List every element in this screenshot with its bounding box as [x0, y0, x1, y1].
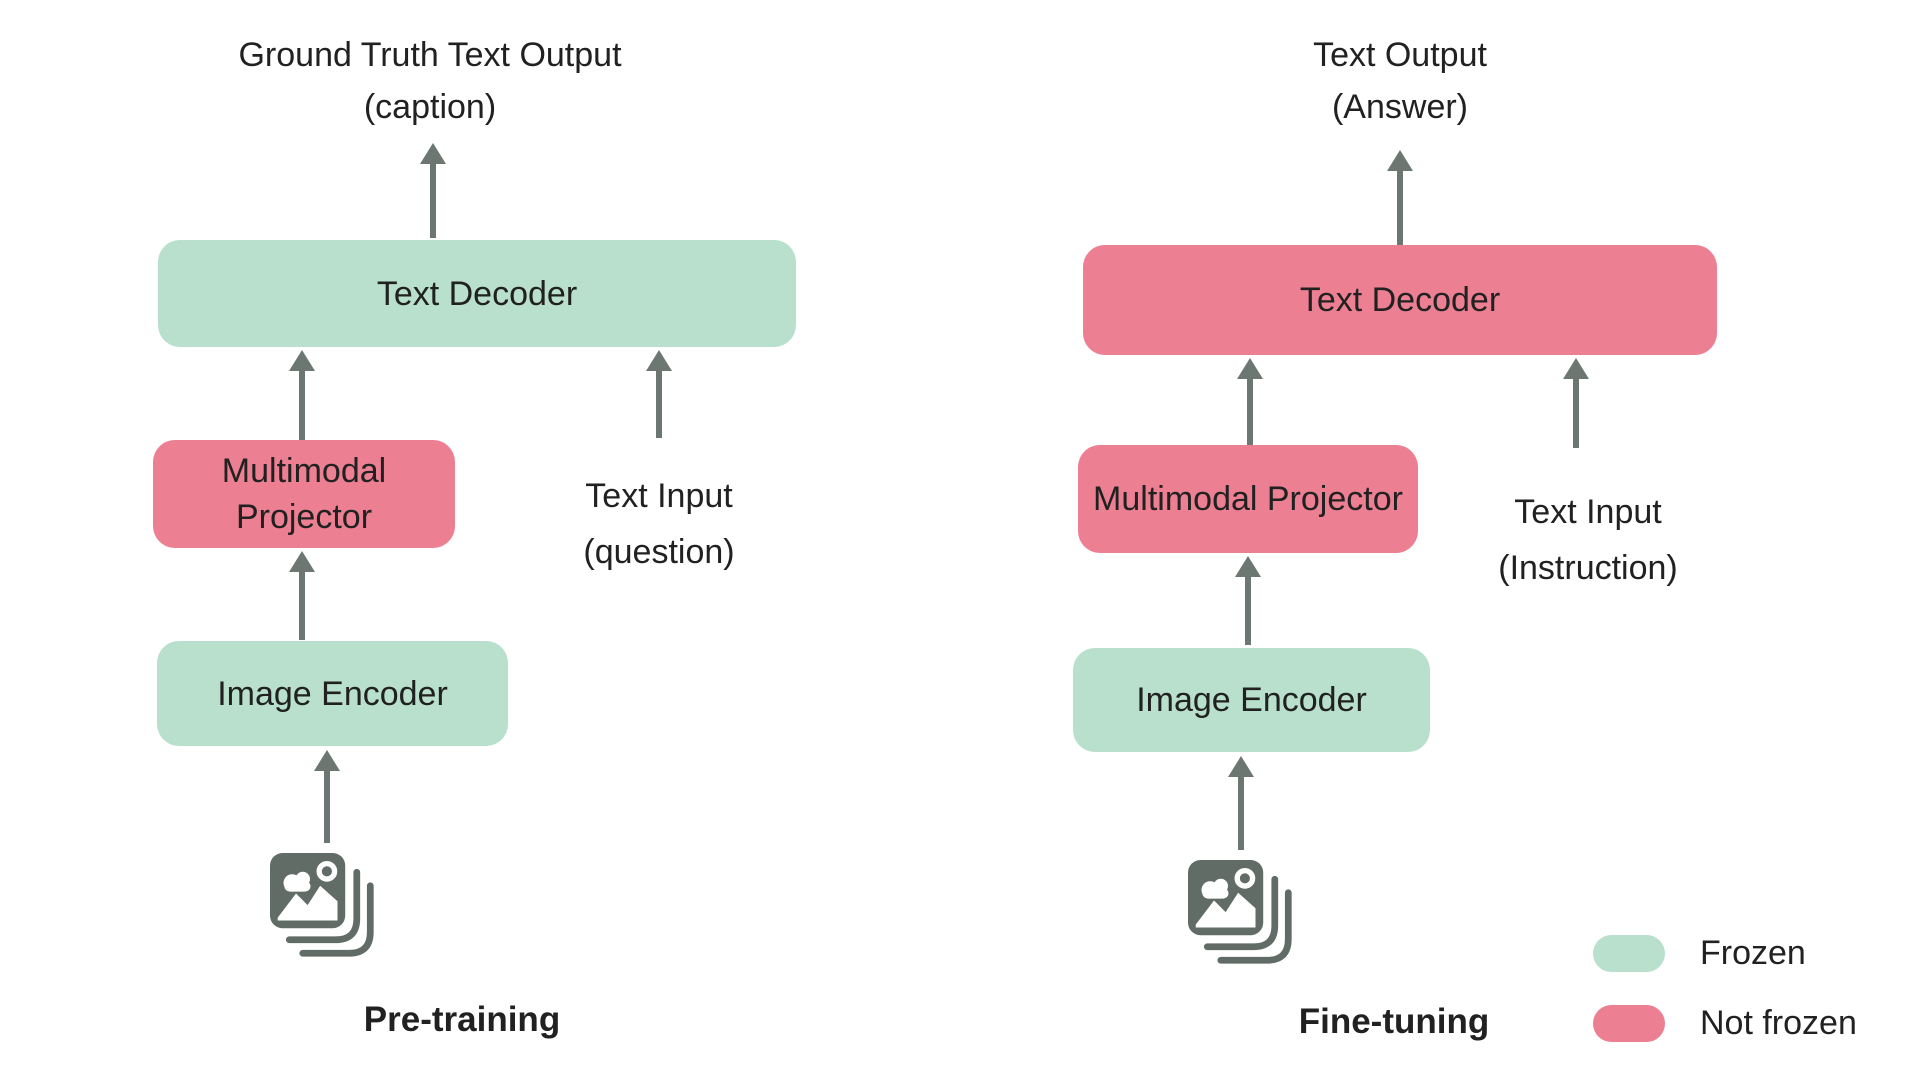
left-textinput-to-decoder-arrow: [645, 350, 673, 438]
right-stage-label: Fine-tuning: [1298, 1002, 1490, 1041]
legend-frozen-swatch: [1593, 935, 1665, 972]
left-text-input-line1: Text Input: [585, 477, 733, 515]
right-image-encoder-label: Image Encoder: [1136, 681, 1367, 719]
left-text-input-line2: (question): [583, 533, 735, 571]
images-stack-icon: [270, 853, 374, 957]
left-image-encoder-label: Image Encoder: [217, 674, 448, 713]
right-images-to-encoder-arrow: [1227, 756, 1255, 850]
left-decoder-to-output-arrow: [419, 143, 447, 238]
legend-frozen-label: Frozen: [1700, 934, 1806, 972]
left-multimodal-projector-box: Multimodal Projector: [153, 440, 455, 548]
right-decoder-to-output-arrow: [1386, 150, 1414, 245]
right-image-encoder-box: Image Encoder: [1073, 648, 1430, 752]
left-projector-to-decoder-arrow: [288, 350, 316, 440]
legend-not-frozen-swatch: [1593, 1005, 1665, 1042]
left-text-input-label: Text Input (question): [509, 468, 809, 580]
right-text-input-line2: (Instruction): [1498, 549, 1678, 587]
right-multimodal-projector-box: Multimodal Projector: [1078, 445, 1418, 553]
images-stack-icon: [1188, 860, 1292, 964]
left-text-decoder-label: Text Decoder: [376, 274, 578, 313]
right-text-decoder-label: Text Decoder: [1299, 281, 1501, 319]
right-projector-to-decoder-arrow: [1236, 358, 1264, 445]
right-textinput-to-decoder-arrow: [1562, 358, 1590, 448]
legend-not-frozen-label: Not frozen: [1700, 1004, 1857, 1042]
right-output-title-line1: Text Output: [1313, 36, 1487, 74]
right-text-decoder-box: Text Decoder: [1083, 245, 1717, 355]
left-output-title-line2: (caption): [363, 88, 497, 126]
right-text-input-label: Text Input (Instruction): [1438, 484, 1738, 596]
left-encoder-to-projector-arrow: [288, 551, 316, 640]
left-images-to-encoder-arrow: [313, 750, 341, 843]
right-output-title-line2: (Answer): [1331, 88, 1469, 126]
left-image-encoder-box: Image Encoder: [157, 641, 508, 746]
left-multimodal-projector-label: Multimodal Projector: [221, 452, 387, 536]
left-text-decoder-box: Text Decoder: [158, 240, 796, 347]
right-multimodal-projector-label: Multimodal Projector: [1093, 480, 1403, 518]
right-output-title: Text Output (Answer): [1150, 29, 1650, 133]
left-output-title-line1: Ground Truth Text Output: [238, 36, 622, 74]
right-encoder-to-projector-arrow: [1234, 556, 1262, 645]
left-output-title: Ground Truth Text Output (caption): [180, 29, 680, 133]
right-text-input-line1: Text Input: [1514, 493, 1662, 531]
left-stage-label: Pre-training: [363, 1000, 561, 1039]
